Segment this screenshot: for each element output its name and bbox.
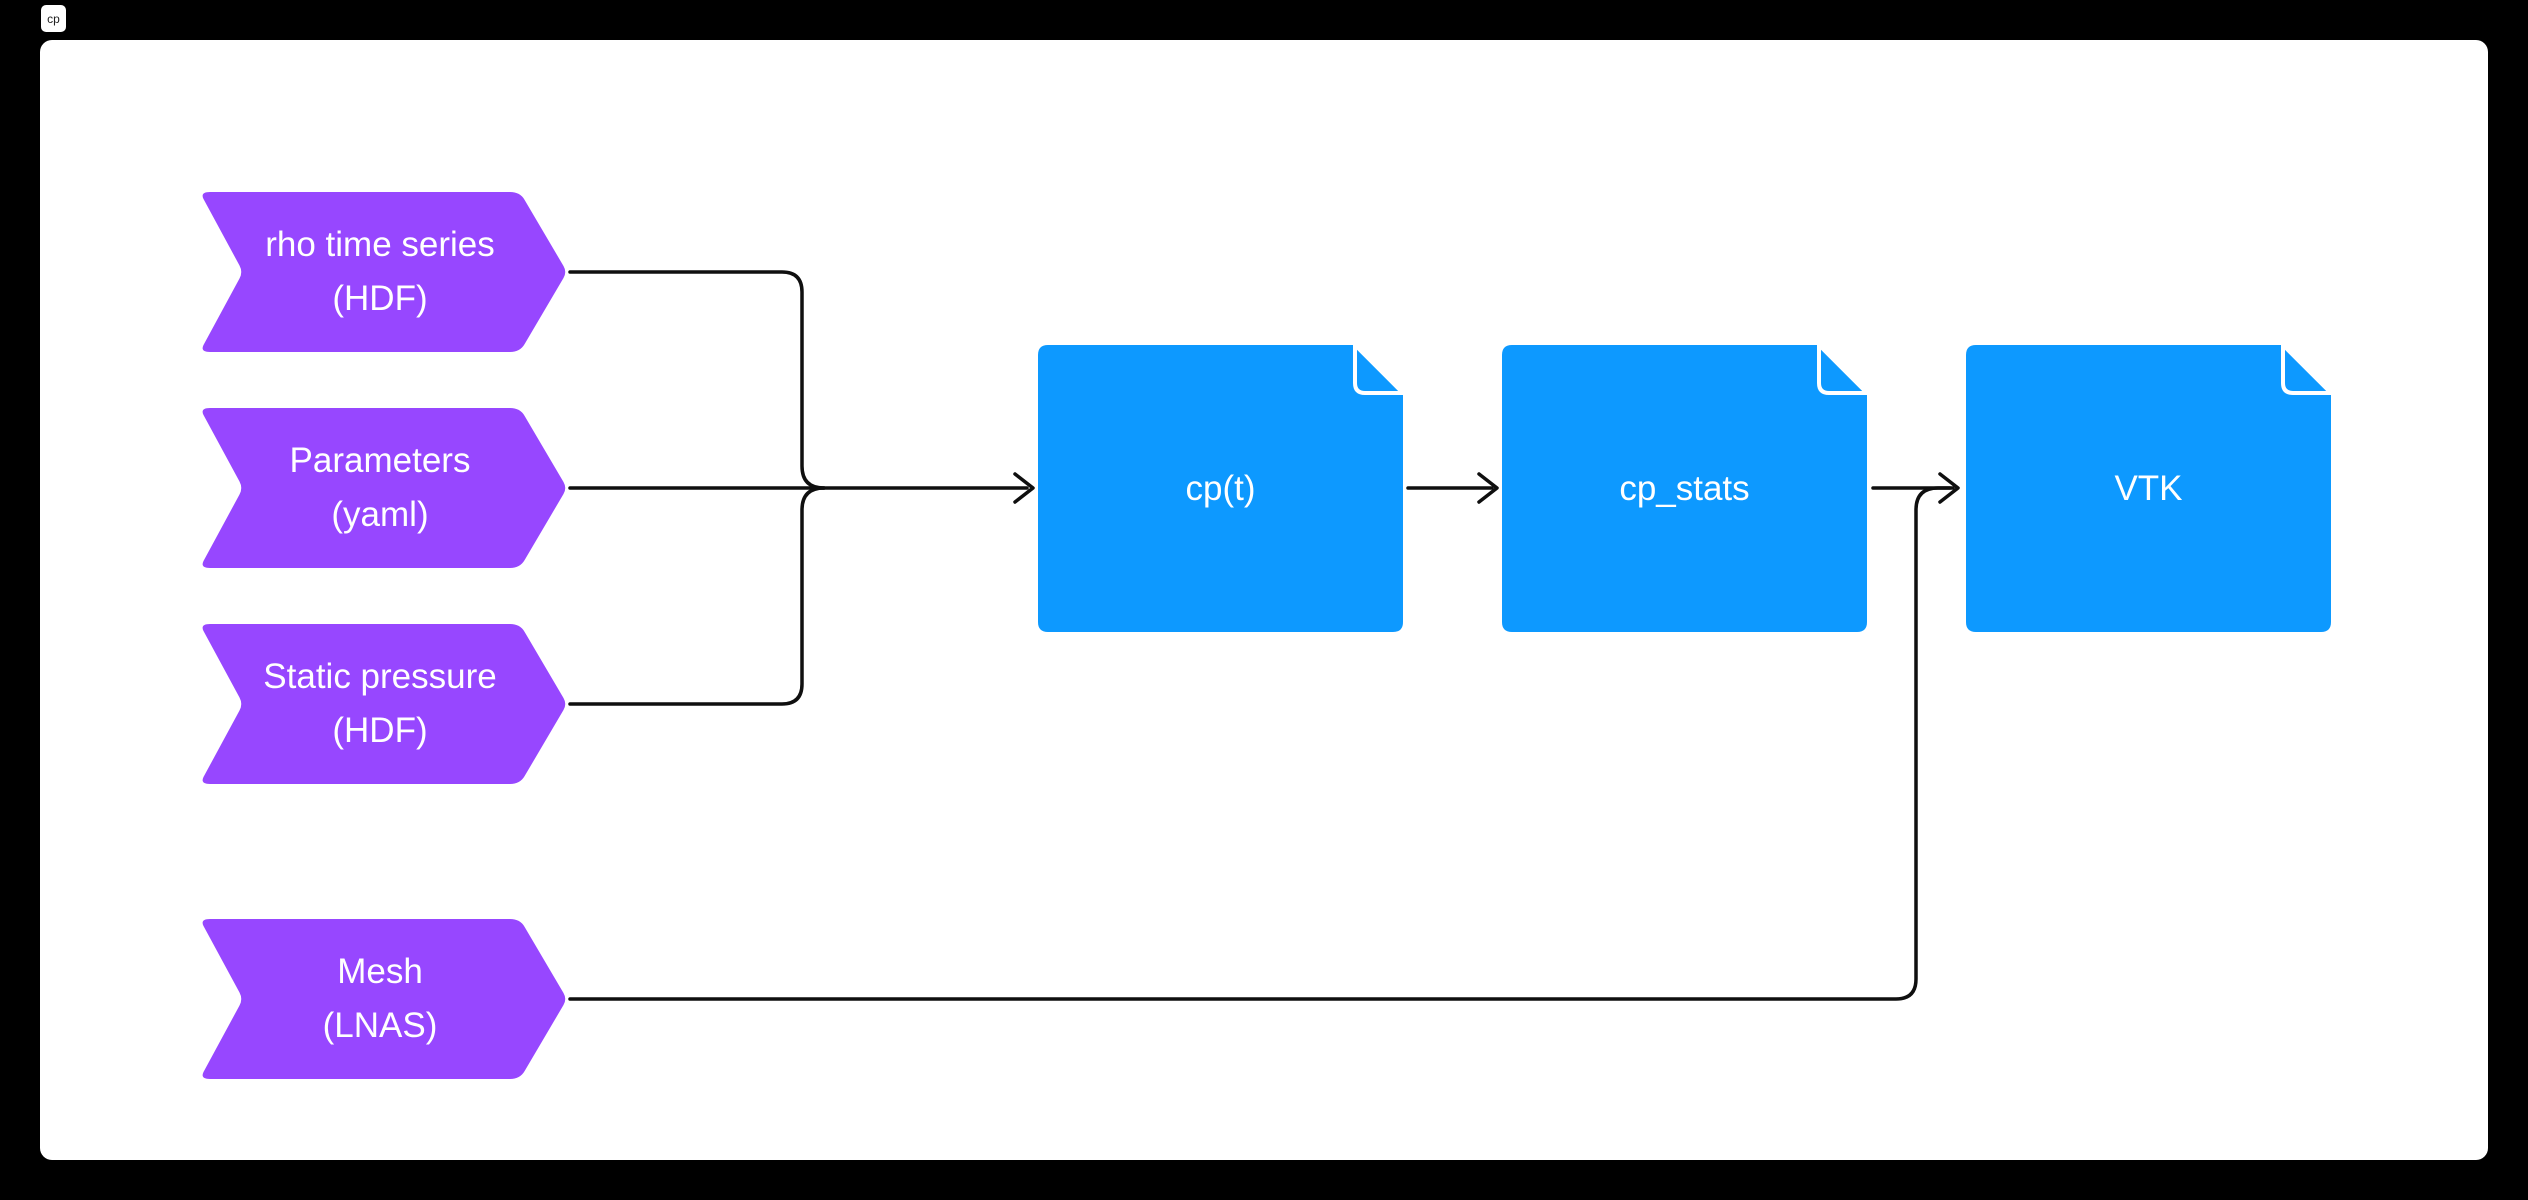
arrowhead-into-cpt	[1013, 472, 1035, 504]
arrowhead-into-cpstats	[1477, 472, 1499, 504]
input-shape-parameters[interactable]	[202, 408, 566, 568]
document-shape-cp-stats[interactable]	[1500, 343, 1869, 634]
input-shape-static-pressure[interactable]	[202, 624, 566, 784]
connector-static-pressure-to-cpt[interactable]	[568, 486, 826, 706]
page-tab-label: cp	[47, 11, 60, 26]
page-tab[interactable]: cp	[41, 5, 66, 32]
connector-rho-to-cpt[interactable]	[568, 270, 826, 490]
arrowhead-into-vtk	[1938, 472, 1960, 504]
connector-mesh-to-vtk[interactable]	[568, 486, 1952, 1001]
document-shape-vtk[interactable]	[1964, 343, 2333, 634]
input-shape-mesh[interactable]	[202, 919, 566, 1079]
document-shape-cp-t[interactable]	[1036, 343, 1405, 634]
input-shape-rho-time-series[interactable]	[202, 192, 566, 352]
